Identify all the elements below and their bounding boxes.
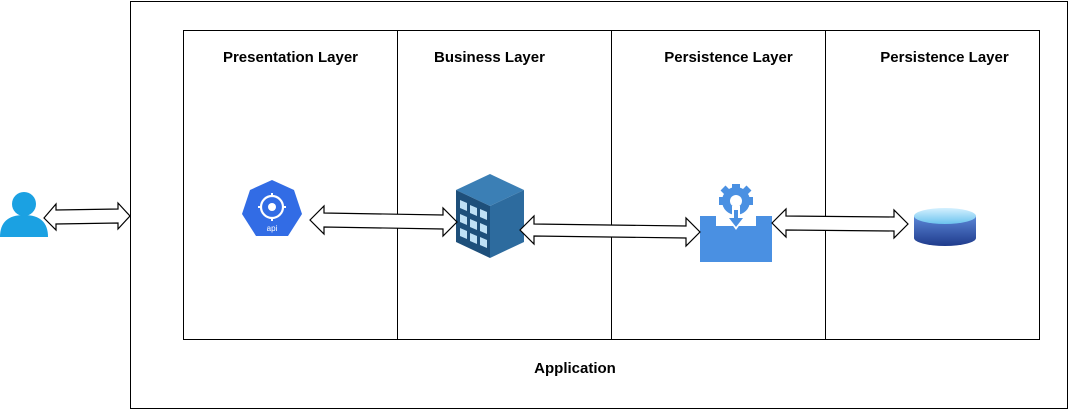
application-container bbox=[130, 1, 1068, 409]
user-icon bbox=[0, 192, 48, 237]
kubernetes-api-icon: api bbox=[242, 180, 302, 236]
gear-inbox-icon bbox=[700, 184, 772, 262]
layer-title: Persistence Layer bbox=[880, 49, 1009, 66]
layer-title: Persistence Layer bbox=[664, 49, 793, 66]
layer-title: Presentation Layer bbox=[222, 49, 359, 66]
business-persistence-arrow bbox=[519, 214, 701, 248]
building-icon bbox=[456, 174, 524, 258]
user-app-arrow bbox=[43, 201, 131, 232]
api-business-arrow bbox=[309, 204, 458, 238]
database-layer: Persistence Layer bbox=[825, 30, 1040, 340]
layer-title: Business Layer bbox=[434, 49, 545, 66]
application-label: Application bbox=[534, 360, 616, 377]
api-label: api bbox=[267, 224, 278, 233]
persistence-database-arrow bbox=[771, 207, 909, 240]
database-icon bbox=[914, 208, 976, 246]
